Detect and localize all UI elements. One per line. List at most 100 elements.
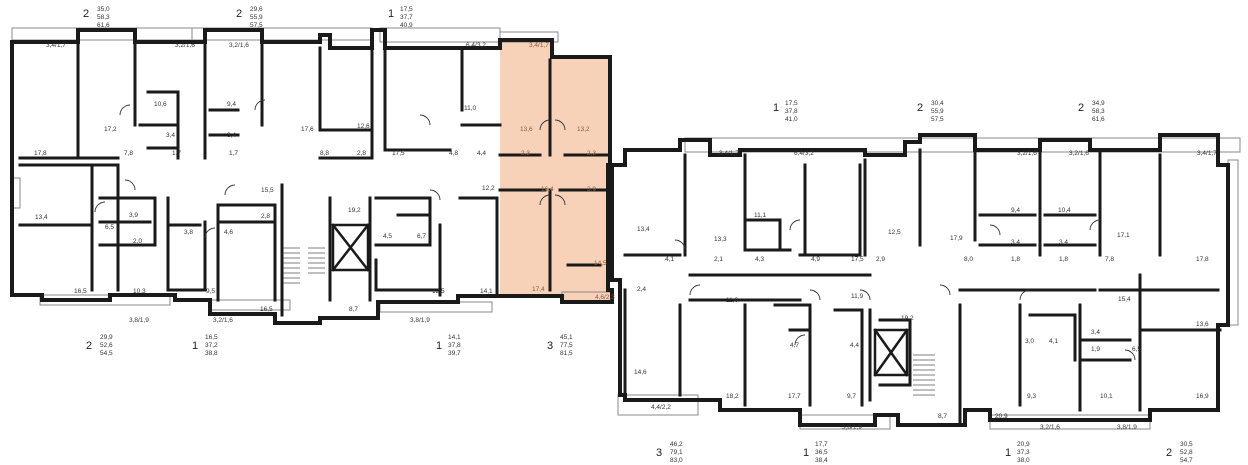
area-total-with-balcony: 61,6 xyxy=(97,22,110,29)
area-total-with-balcony: 54,7 xyxy=(1180,457,1193,464)
area-total-with-balcony: 41,0 xyxy=(785,116,798,123)
room-area: 3,2/1,6 xyxy=(175,42,195,49)
room-area: 1,8 xyxy=(1011,256,1020,263)
area-total: 58,3 xyxy=(1092,108,1105,115)
apartment-label: 114,137,839,7 xyxy=(436,334,461,357)
area-total: 77,5 xyxy=(560,342,573,349)
room-area: 6,4/3,2 xyxy=(466,42,486,49)
area-total: 58,3 xyxy=(97,14,110,21)
room-area: 3,4/1,7 xyxy=(1197,150,1217,157)
room-area: 12,5 xyxy=(432,288,445,295)
room-area: 3,2/1,6 xyxy=(229,42,249,49)
room-area: 19,2 xyxy=(901,315,914,322)
room-area: 3,8/1,9 xyxy=(129,317,149,324)
area-total-with-balcony: 38,0 xyxy=(1017,457,1030,464)
room-area: 4,1 xyxy=(1049,338,1058,345)
area-total-with-balcony: 81,5 xyxy=(560,350,573,357)
area-living: 20,9 xyxy=(1017,441,1030,448)
room-area: 13,3 xyxy=(714,236,727,243)
area-total: 52,8 xyxy=(1180,449,1193,456)
room-area: 9,7 xyxy=(847,393,856,400)
room-area: 6,5 xyxy=(105,224,114,231)
apartment-label: 230,552,854,7 xyxy=(1166,441,1193,464)
area-total: 55,9 xyxy=(931,108,944,115)
room-area: 8,0 xyxy=(964,256,973,263)
area-total-with-balcony: 38,4 xyxy=(815,457,828,464)
room-area: 16,4 xyxy=(541,186,554,193)
apartment-label: 1 20,937,338,0 xyxy=(1005,441,1030,464)
room-area: 17,8 xyxy=(1196,256,1209,263)
room-area: 3,4 xyxy=(1011,239,1020,246)
room-area: 17,5 xyxy=(392,150,405,157)
room-area: 13,4 xyxy=(637,226,650,233)
room-area: 7,8 xyxy=(124,150,133,157)
room-area: 2,3 xyxy=(587,150,596,157)
room-area: 16,5 xyxy=(74,288,87,295)
room-area: 11,0 xyxy=(726,297,739,304)
room-area: 4,1 xyxy=(665,256,674,263)
room-area: 14,6 xyxy=(634,369,647,376)
room-area: 6,4/3,2 xyxy=(794,150,814,157)
room-area: 1,7 xyxy=(229,150,238,157)
area-living: 29,9 xyxy=(100,334,113,341)
room-area: 6,7 xyxy=(417,233,426,240)
room-area: 3,2/1,6 xyxy=(1069,150,1089,157)
apartment-rooms: 2 xyxy=(1078,102,1084,114)
apartment-label: 3 45,177,581,5 xyxy=(547,334,573,357)
room-area: 17,5 xyxy=(851,256,864,263)
room-area: 3,4 xyxy=(166,132,175,139)
room-area: 4,6/2,3 xyxy=(595,294,615,301)
area-total: 79,1 xyxy=(670,449,683,456)
room-area: 17,8 xyxy=(34,150,47,157)
area-living: 34,9 xyxy=(1092,100,1105,107)
room-area: 17,2 xyxy=(104,126,117,133)
apartment-label: 346,279,183,0 xyxy=(656,441,683,464)
room-area: 1,7 xyxy=(172,150,181,157)
area-total: 37,8 xyxy=(448,342,461,349)
room-area: 3,8/1,9 xyxy=(842,424,862,431)
room-area: 17,4 xyxy=(532,286,545,293)
room-area: 4,5 xyxy=(383,233,392,240)
apartment-rooms: 1 xyxy=(1005,447,1011,459)
area-living: 45,1 xyxy=(560,334,573,341)
room-area: 11,9 xyxy=(851,293,864,300)
room-area: 3,2/1,6 xyxy=(1040,424,1060,431)
room-area: 4,4 xyxy=(850,342,859,349)
area-total-with-balcony: 57,5 xyxy=(931,116,944,123)
area-total: 37,3 xyxy=(1017,449,1030,456)
area-living: 16,5 xyxy=(205,334,218,341)
area-total-with-balcony: 54,5 xyxy=(100,350,113,357)
area-total-with-balcony: 39,7 xyxy=(448,350,461,357)
area-total: 37,7 xyxy=(400,14,413,21)
room-area: 12,2 xyxy=(482,185,495,192)
room-area: 10,3 xyxy=(133,288,146,295)
room-area: 4,3 xyxy=(755,256,764,263)
room-area: 4,9 xyxy=(811,256,820,263)
room-area: 15,4 xyxy=(1118,296,1131,303)
room-area: 2,8 xyxy=(357,150,366,157)
room-area: 3,8/1,9 xyxy=(410,317,430,324)
apartment-rooms: 3 xyxy=(656,447,662,459)
room-area: 9,3 xyxy=(1027,393,1036,400)
room-area: 3,4 xyxy=(227,132,236,139)
room-area: 2,0 xyxy=(133,238,142,245)
area-total-with-balcony: 61,6 xyxy=(1092,116,1105,123)
room-area: 8,7 xyxy=(938,413,947,420)
room-area: 4,6 xyxy=(224,229,233,236)
apartment-rooms: 3 xyxy=(547,340,553,352)
room-area: 13,6 xyxy=(520,126,533,133)
room-area: 1,8 xyxy=(1059,256,1068,263)
room-area: 3,4 xyxy=(1059,239,1068,246)
room-area: 9,5 xyxy=(206,288,215,295)
room-area: 3,2/1,6 xyxy=(1017,150,1037,157)
area-total: 36,5 xyxy=(815,449,828,456)
room-area: 11,0 xyxy=(464,105,477,112)
room-area: 1,9 xyxy=(1091,346,1100,353)
area-living: 17,7 xyxy=(815,441,828,448)
apartment-rooms: 1 xyxy=(773,102,779,114)
